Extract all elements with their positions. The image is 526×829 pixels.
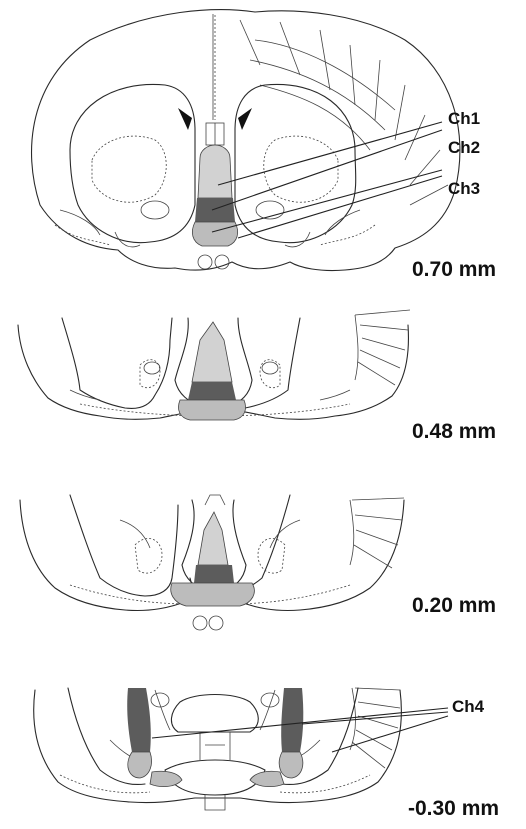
label-ch2: Ch2 <box>448 138 480 157</box>
label-ch1: Ch1 <box>448 109 480 128</box>
leader-ch1 <box>218 122 442 185</box>
level-label-0.48: 0.48 mm <box>412 420 496 443</box>
leader-ch2 <box>212 130 442 210</box>
section-3-region-dark <box>194 565 234 583</box>
section-level-labels: 0.70 mm 0.48 mm 0.20 mm -0.30 mm <box>408 258 499 820</box>
level-label-0.70: 0.70 mm <box>412 258 496 281</box>
section-3-region-mid <box>171 583 255 606</box>
level-label-minus-0.30: -0.30 mm <box>408 797 499 820</box>
section-1-region-dark <box>195 198 235 222</box>
leader-ch3-a <box>212 170 442 232</box>
section-1-drawing <box>32 10 460 271</box>
leader-ch3-b <box>238 176 442 238</box>
label-ch4: Ch4 <box>452 697 485 716</box>
channel-labels: Ch1 Ch2 Ch3 Ch4 <box>448 109 485 716</box>
section-2-region-mid <box>178 400 245 420</box>
section-1-region-light <box>198 145 232 198</box>
section-2-drawing <box>18 310 410 420</box>
section-4-region-left-mid <box>128 752 152 778</box>
section-3-region-light <box>198 512 228 565</box>
section-4-drawing <box>34 688 402 810</box>
section-1-region-mid <box>192 222 237 246</box>
section-3-drawing <box>20 495 404 630</box>
level-label-0.20: 0.20 mm <box>412 594 496 617</box>
leader-ch4-b <box>302 712 448 724</box>
section-4-region-left-bottom <box>150 771 182 786</box>
section-4-region-right-mid <box>279 752 303 778</box>
section-2-region-dark <box>188 382 236 400</box>
label-ch3: Ch3 <box>448 179 480 198</box>
section-4-region-left-dark <box>127 688 151 752</box>
section-4-region-right-dark <box>281 688 303 752</box>
section-2-region-light <box>192 322 232 382</box>
